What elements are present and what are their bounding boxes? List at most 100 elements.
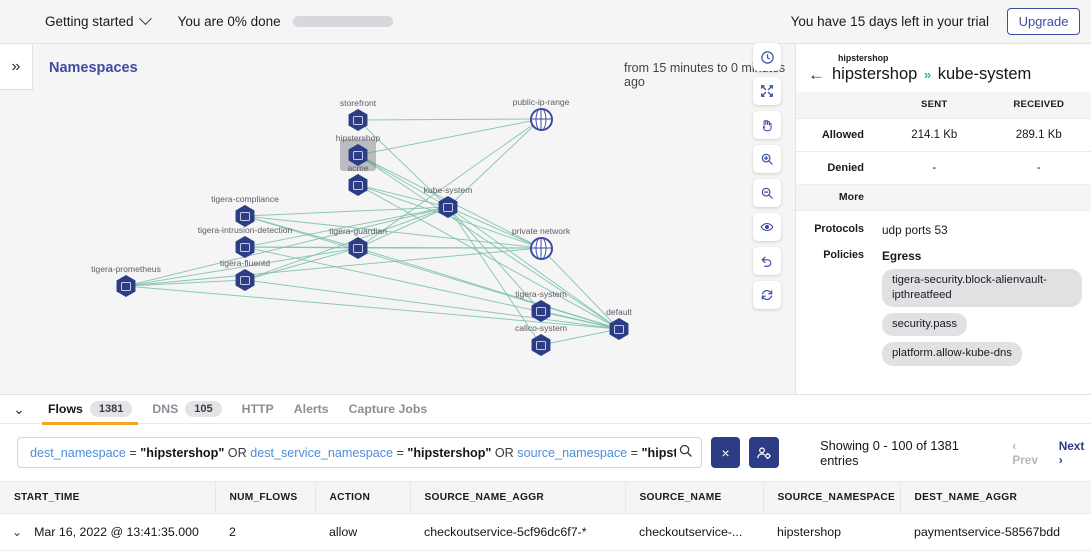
expand-row-icon[interactable]: ⌄ [12, 525, 23, 539]
clear-search-button[interactable]: × [710, 437, 741, 468]
graph-node-kube-system[interactable]: kube-system [424, 185, 472, 218]
tab-http[interactable]: HTTP [232, 395, 284, 424]
collapse-dock-icon[interactable]: ⌄ [13, 400, 25, 417]
hex-inner-screen [614, 324, 624, 334]
hand-icon[interactable] [753, 111, 781, 139]
graph-node-tigera-fluentd[interactable]: tigera-fluentd [220, 258, 270, 291]
policies-row: Policies Egress tigera-security.block-al… [796, 249, 1091, 366]
graph-node-label: calico-system [514, 323, 568, 333]
tab-alerts[interactable]: Alerts [284, 395, 339, 424]
search-icon[interactable] [678, 443, 693, 463]
graph-toolbar[interactable] [753, 43, 781, 315]
graph-node-private-network[interactable]: private network [512, 226, 570, 260]
getting-started-menu[interactable]: Getting started [45, 12, 152, 29]
query-value: "hipstershop" [407, 445, 492, 460]
query-field: dest_service_namespace [250, 445, 393, 460]
flow-details-panel: hipstershop ← hipstershop » kube-system … [795, 44, 1091, 394]
graph-node-calico-system[interactable]: calico-system [515, 323, 567, 356]
graph-node-tigera-prometheus[interactable]: tigera-prometheus [91, 264, 161, 297]
clock-icon[interactable] [753, 43, 781, 71]
col-dest_name_aggr[interactable]: DEST_NAME_AGGR [900, 481, 1091, 514]
details-title: hipstershop » kube-system [832, 65, 1031, 84]
details-header: hipstershop ← hipstershop » kube-system [796, 44, 1091, 92]
traffic-summary-header: SENT RECEIVED [796, 92, 1091, 118]
upgrade-button[interactable]: Upgrade [1007, 8, 1080, 35]
tab-label: HTTP [241, 402, 274, 416]
tab-capture-jobs[interactable]: Capture Jobs [339, 395, 438, 424]
eye-icon[interactable] [753, 213, 781, 241]
manage-columns-button[interactable] [749, 437, 780, 468]
policy-pill[interactable]: platform.allow-kube-dns [882, 342, 1022, 366]
progress-bar [292, 16, 393, 27]
hex-inner-screen [240, 211, 250, 221]
prev-page-button[interactable]: ‹ Prev [1012, 438, 1038, 467]
query-value: "hipstershop" [140, 445, 225, 460]
next-page-button[interactable]: Next › [1058, 438, 1085, 467]
hex-inner-screen [240, 242, 250, 252]
details-direction-icon: » [923, 67, 932, 82]
details-source: hipstershop [832, 65, 918, 83]
sidebar-expand-button[interactable]: » [0, 45, 33, 90]
expand-icon[interactable] [753, 77, 781, 105]
service-graph-panel[interactable]: Namespaces from 15 minutes to 0 minutes … [0, 44, 795, 394]
graph-node-default[interactable]: default [606, 307, 632, 340]
col-source_name[interactable]: SOURCE_NAME [625, 481, 764, 514]
query-value: "hipstershop" [641, 445, 676, 460]
search-input[interactable]: dest_namespace = "hipstershop" OR dest_s… [17, 437, 702, 468]
graph-node-storefront[interactable]: storefront [340, 98, 376, 131]
graph-node-tigera-system[interactable]: tigera-system [515, 289, 567, 322]
graph-node-acme[interactable]: acme [347, 163, 369, 196]
graph-node-label: tigera-compliance [211, 194, 279, 204]
graph-edges [125, 118, 620, 346]
hex-inner-screen [353, 115, 363, 125]
undo-icon[interactable] [753, 247, 781, 275]
policies-label: Policies [823, 248, 864, 261]
graph-node-label: tigera-fluentd [219, 258, 271, 268]
graph-node-label: kube-system [423, 185, 473, 195]
col-action[interactable]: ACTION [315, 481, 411, 514]
col-received: RECEIVED [1013, 99, 1065, 111]
zoom-in-icon[interactable] [753, 145, 781, 173]
getting-started-label: Getting started [45, 14, 134, 29]
namespace-hex-icon [116, 275, 136, 297]
col-num_flows[interactable]: NUM_FLOWS [215, 481, 316, 514]
policy-pill[interactable]: security.pass [882, 313, 968, 337]
hex-inner-screen [443, 202, 453, 212]
namespace-hex-icon [531, 334, 551, 356]
graph-node-tigera-compliance[interactable]: tigera-compliance [211, 194, 279, 227]
denied-sent: - [932, 161, 937, 174]
graph-node-hipstershop[interactable]: hipstershop [336, 133, 380, 171]
traffic-summary-table: SENT RECEIVED Allowed 214.1 Kb 289.1 Kb … [796, 92, 1091, 185]
zoom-out-icon[interactable] [753, 179, 781, 207]
namespace-hex-icon [348, 144, 368, 166]
col-source_name_aggr[interactable]: SOURCE_NAME_AGGR [410, 481, 626, 514]
back-arrow-icon[interactable]: ← [808, 65, 825, 84]
policy-pill[interactable]: tigera-security.block-alienvault-ipthrea… [882, 268, 1082, 307]
protocols-label: Protocols [814, 222, 864, 235]
globe-ellipse [535, 107, 547, 131]
query-field: source_namespace [517, 445, 628, 460]
graph-node-public-ip-range[interactable]: public-ip-range [513, 97, 569, 131]
graph-node-tigera-intrusion-detection[interactable]: tigera-intrusion-detection [198, 225, 292, 258]
query-operator: = [125, 445, 141, 460]
namespace-hex-icon [438, 196, 458, 218]
cell-action: allow [315, 513, 410, 551]
graph-scope-title[interactable]: Namespaces [49, 60, 138, 76]
refresh-icon[interactable] [753, 281, 781, 309]
chevron-down-icon [138, 12, 152, 26]
col-blank [796, 92, 882, 118]
col-start_time[interactable]: START_TIME [0, 481, 216, 514]
col-source_namespace[interactable]: SOURCE_NAMESPACE [763, 481, 901, 514]
progress-label: You are 0% done [177, 14, 281, 29]
protocols-value: udp ports 53 [882, 222, 948, 237]
cell-num_flows: 2 [215, 513, 315, 551]
graph-node-tigera-guardian[interactable]: tigera-guardian [329, 226, 387, 259]
more-section-header[interactable]: More [796, 184, 1091, 211]
